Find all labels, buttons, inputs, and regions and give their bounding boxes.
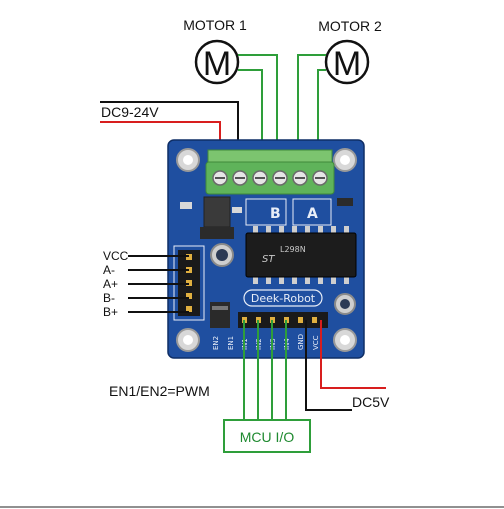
motor-1-icon — [194, 39, 240, 85]
smd-component — [180, 202, 192, 209]
smd-component — [232, 207, 242, 213]
pin-label-en2: EN2 — [212, 336, 220, 350]
pwm-note: EN1/EN2=PWM — [109, 383, 210, 399]
motor-1-symbol: M — [203, 45, 231, 83]
chip-logo: ST — [262, 254, 275, 265]
capacitor-top — [216, 249, 228, 261]
mcu-label: MCU I/O — [240, 429, 295, 445]
vcc-wire — [320, 320, 386, 389]
smd-component — [212, 306, 228, 310]
motor-2-icon — [324, 39, 370, 85]
mcu-wires — [243, 320, 287, 420]
driver-board: B A — [167, 139, 365, 359]
channel-a-label: A — [307, 206, 318, 222]
smd-component — [337, 198, 353, 206]
pin-label-vcc-left: VCC — [103, 249, 129, 263]
pin-label-vcc: VCC — [312, 335, 320, 350]
motor-2-symbol: M — [333, 45, 361, 83]
motor-1-label: MOTOR 1 — [183, 17, 247, 33]
power-input-label: DC9-24V — [101, 104, 159, 120]
chip-marking: L298N — [280, 245, 306, 254]
brand-label: Deek-Robot — [251, 292, 316, 305]
pin-label-gnd: GND — [297, 334, 305, 350]
voltage-regulator — [200, 196, 234, 239]
left-pin-labels: VCC A- A+ B- B+ — [103, 249, 129, 319]
logic-power-label: DC5V — [352, 394, 390, 410]
motor-2-label: MOTOR 2 — [318, 18, 382, 34]
pin-label-en1: EN1 — [227, 336, 235, 350]
pin-label-a-minus: A- — [103, 263, 115, 277]
left-pin-wires — [128, 255, 189, 313]
mcu-box — [223, 419, 311, 453]
capacitor-top — [340, 299, 350, 309]
pin-label-a-plus: A+ — [103, 277, 118, 291]
channel-b-label: B — [270, 206, 281, 222]
pin-label-b-minus: B- — [103, 291, 115, 305]
brand-outline — [243, 289, 323, 307]
pin-label-b-plus: B+ — [103, 305, 118, 319]
driver-chip: ST L298N — [245, 226, 357, 284]
bottom-pin-header — [238, 312, 328, 328]
motor-wires — [238, 54, 326, 155]
smd-component — [210, 302, 230, 328]
screw-terminal — [205, 149, 335, 195]
mounting-holes — [176, 148, 357, 352]
gnd-wire — [305, 320, 352, 411]
